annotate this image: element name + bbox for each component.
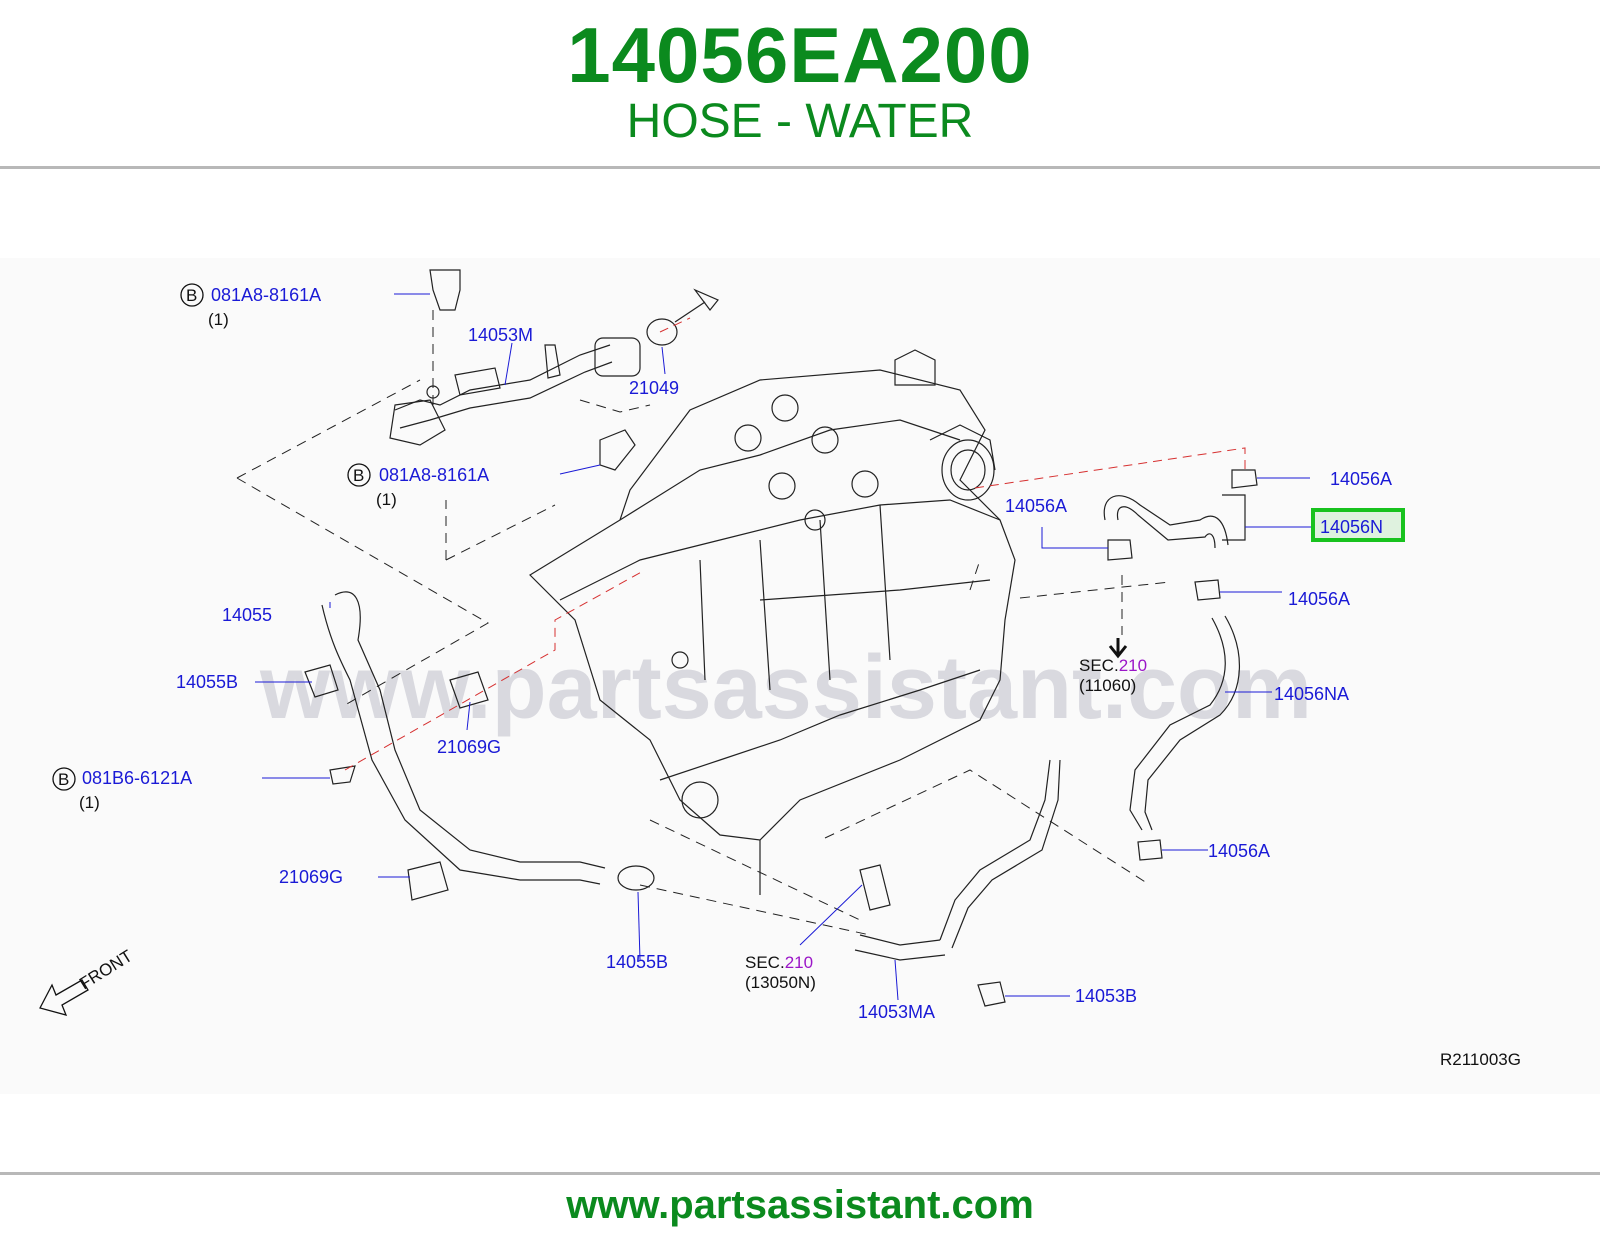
label-clamp-r2[interactable]: 14056A	[1005, 496, 1067, 516]
b-marker-text: B	[58, 770, 69, 789]
parts-diagram: www.partsassistant.com	[0, 258, 1600, 1094]
b-markers: B B B	[52, 283, 371, 791]
front-label: FRONT	[76, 946, 136, 993]
label-clamp-r4[interactable]: 14056A	[1208, 841, 1270, 861]
b-marker-text: B	[353, 466, 364, 485]
label-hose-highlight[interactable]: 14056N	[1320, 517, 1383, 537]
bottom-divider	[0, 1172, 1600, 1175]
part-name-subtitle: HOSE - WATER	[626, 95, 974, 148]
header: 14056EA200 HOSE - WATER	[0, 0, 1600, 168]
label-clamp-r1[interactable]: 14056A	[1330, 469, 1392, 489]
sec-left-number: 210	[785, 953, 813, 972]
label-oring[interactable]: 21049	[629, 378, 679, 398]
leader-lines	[255, 293, 1312, 1001]
label-bolt-right[interactable]: 14053B	[1075, 986, 1137, 1006]
b-marker-icon	[347, 463, 371, 487]
engine-drawing	[529, 349, 1016, 895]
sec-left-ref: (13050N)	[745, 973, 816, 992]
lower-pipe-assembly	[854, 759, 1061, 1007]
highlight-box	[1311, 508, 1405, 542]
diagram-canvas: www.partsassistant.com	[39, 269, 1521, 1069]
b-marker-icon	[180, 283, 204, 307]
part-number-title: 14056EA200	[567, 11, 1033, 99]
b-marker-text: B	[186, 286, 197, 305]
right-hoses	[1103, 469, 1258, 861]
label-bolt-low[interactable]: 081B6-6121A	[82, 768, 192, 788]
label-clip-mid[interactable]: 21069G	[437, 737, 501, 757]
part-labels: 081A8-8161A (1) 14053M 21049 081A8-8161A…	[79, 285, 1405, 1022]
sec-prefix: SEC.	[1079, 656, 1119, 675]
diagram-ref-code: R211003G	[1440, 1050, 1521, 1069]
label-hose-left[interactable]: 14055	[222, 605, 272, 625]
reference-lines	[236, 310, 1246, 936]
label-hose-na[interactable]: 14056NA	[1274, 684, 1349, 704]
footer-url[interactable]: www.partsassistant.com	[566, 1183, 1034, 1227]
label-bolt-top[interactable]: 081A8-8161A	[211, 285, 321, 305]
sec-prefix: SEC.	[745, 953, 785, 972]
label-sec-right[interactable]: SEC.210	[1079, 656, 1147, 675]
front-indicator: FRONT	[39, 946, 136, 1016]
label-clip-low[interactable]: 21069G	[279, 867, 343, 887]
front-arrow-icon	[39, 979, 89, 1016]
label-clamp-left[interactable]: 14055B	[176, 672, 238, 692]
sec-right-number: 210	[1119, 656, 1147, 675]
qty-bolt-top: (1)	[208, 310, 229, 329]
watermark-text: www.partsassistant.com	[259, 638, 1312, 738]
highlight-fill	[1315, 512, 1401, 538]
top-divider	[0, 166, 1600, 169]
upper-pipe-assembly	[389, 269, 719, 471]
qty-bolt-low: (1)	[79, 793, 100, 812]
label-bolt-mid[interactable]: 081A8-8161A	[379, 465, 489, 485]
label-clamp-r3[interactable]: 14056A	[1288, 589, 1350, 609]
qty-bolt-mid: (1)	[376, 490, 397, 509]
sec-right-ref: (11060)	[1079, 676, 1136, 695]
label-sec-left[interactable]: SEC.210	[745, 953, 813, 972]
label-clamp-bottom[interactable]: 14055B	[606, 952, 668, 972]
b-marker-icon	[52, 767, 76, 791]
label-pipe-lower[interactable]: 14053MA	[858, 1002, 935, 1022]
left-hose	[304, 591, 655, 901]
label-pipe-upper[interactable]: 14053M	[468, 325, 533, 345]
